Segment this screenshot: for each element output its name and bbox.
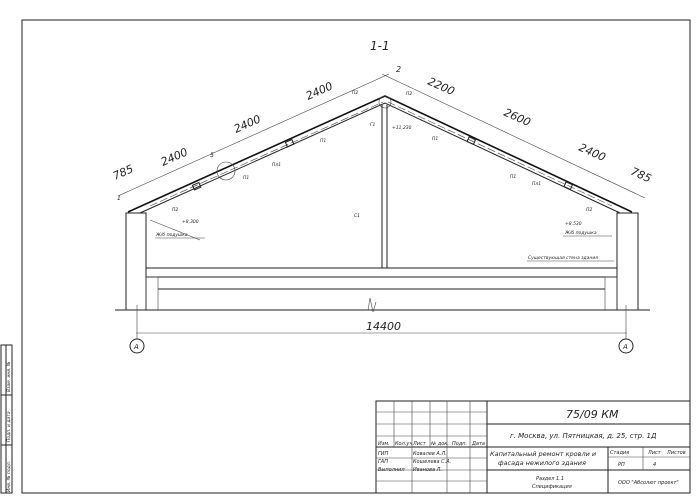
dimension-lines: [117, 73, 646, 339]
svg-text:Ж/б подушка: Ж/б подушка: [155, 232, 188, 238]
svg-text:П1: П1: [432, 136, 438, 142]
svg-text:5: 5: [210, 152, 214, 159]
svg-text:Ковалев А.Л.: Ковалев А.Л.: [413, 451, 447, 457]
dim-left-3: 2400: [304, 79, 335, 102]
svg-text:П1: П1: [510, 174, 516, 180]
svg-text:А: А: [622, 343, 628, 351]
svg-text:Спецификация: Спецификация: [532, 484, 572, 490]
svg-text:Г1: Г1: [370, 122, 376, 128]
svg-text:Листов: Листов: [666, 450, 686, 456]
company: ООО "Абсолют проект": [618, 480, 679, 486]
svg-text:Кол.уч: Кол.уч: [395, 441, 412, 447]
dim-right-1: 2200: [426, 75, 457, 98]
axis-marker-right: А: [618, 338, 634, 354]
svg-text:Иванова Л.: Иванова Л.: [413, 467, 442, 473]
svg-text:Кошелева С.А.: Кошелева С.А.: [413, 459, 451, 465]
svg-text:Пл1: Пл1: [272, 162, 281, 168]
title-block: Изм. Кол.уч Лист № док. Подп. Дата ГИП К…: [375, 400, 691, 494]
section-title: 1-1: [370, 39, 390, 53]
svg-text:Существующая стена здания: Существующая стена здания: [528, 255, 598, 261]
svg-text:ГАП: ГАП: [378, 459, 388, 465]
svg-text:+11,230: +11,230: [392, 125, 412, 131]
svg-text:П1: П1: [320, 138, 326, 144]
dim-left-2: 2400: [232, 112, 263, 135]
svg-text:П2: П2: [352, 90, 358, 96]
drawing-code: 75/09 КМ: [566, 408, 619, 421]
project-line-2: фасада нежилого здания: [498, 459, 586, 467]
dim-left-1: 2400: [159, 145, 190, 168]
dim-left-0: 785: [111, 162, 135, 182]
roof-truss: [127, 95, 633, 214]
side-stamp: Инв. № подл. Подп. и дата Взам. инв. №: [0, 344, 13, 494]
svg-text:Лист: Лист: [412, 441, 427, 447]
svg-text:Выполнил: Выполнил: [378, 467, 405, 473]
project-line-1: Капитальный ремонт кровли и: [490, 450, 596, 458]
stamp-sign: Подп. и дата: [6, 411, 12, 442]
svg-text:Подп.: Подп.: [452, 441, 467, 447]
svg-text:1: 1: [117, 195, 121, 202]
column: [381, 105, 388, 268]
address: г. Москва, ул. Пятницкая, д. 25, стр. 1Д: [510, 432, 657, 440]
svg-text:С1: С1: [354, 213, 360, 219]
sheet-frame: [21, 19, 691, 494]
svg-text:№ док.: № док.: [430, 441, 449, 447]
dim-right-0: 2: [396, 65, 401, 74]
svg-text:Раздел 1.1: Раздел 1.1: [536, 476, 564, 482]
stamp-replace: Взам. инв. №: [6, 361, 12, 392]
svg-text:РП: РП: [618, 462, 625, 468]
stamp-inv: Инв. № подл.: [6, 461, 12, 492]
svg-text:Дата: Дата: [471, 441, 485, 447]
svg-text:Пл1: Пл1: [532, 181, 541, 187]
svg-text:ГИП: ГИП: [378, 451, 389, 457]
svg-text:П2: П2: [586, 207, 592, 213]
dim-right-3: 2400: [577, 141, 608, 164]
building-walls: [115, 212, 650, 313]
svg-text:+8,300: +8,300: [182, 219, 199, 225]
svg-text:П1: П1: [243, 175, 249, 181]
svg-text:Ж/б подушка: Ж/б подушка: [564, 230, 597, 236]
svg-text:+8,530: +8,530: [565, 221, 582, 227]
svg-text:Изм.: Изм.: [378, 441, 390, 447]
dim-right-2: 2600: [502, 106, 533, 129]
svg-text:4: 4: [653, 462, 656, 468]
svg-text:Стадия: Стадия: [610, 450, 629, 456]
svg-text:А: А: [133, 343, 139, 351]
svg-text:Лист: Лист: [647, 450, 662, 456]
axis-marker-left: А: [129, 338, 145, 354]
dim-right-4: 785: [629, 165, 653, 185]
dim-total: 14400: [366, 320, 401, 333]
svg-text:П2: П2: [172, 207, 178, 213]
svg-text:П2: П2: [406, 91, 412, 97]
callouts: Ж/б подушка +8,300 П2 П1 Пл1 П1 П2 Г1 +1…: [117, 90, 614, 262]
